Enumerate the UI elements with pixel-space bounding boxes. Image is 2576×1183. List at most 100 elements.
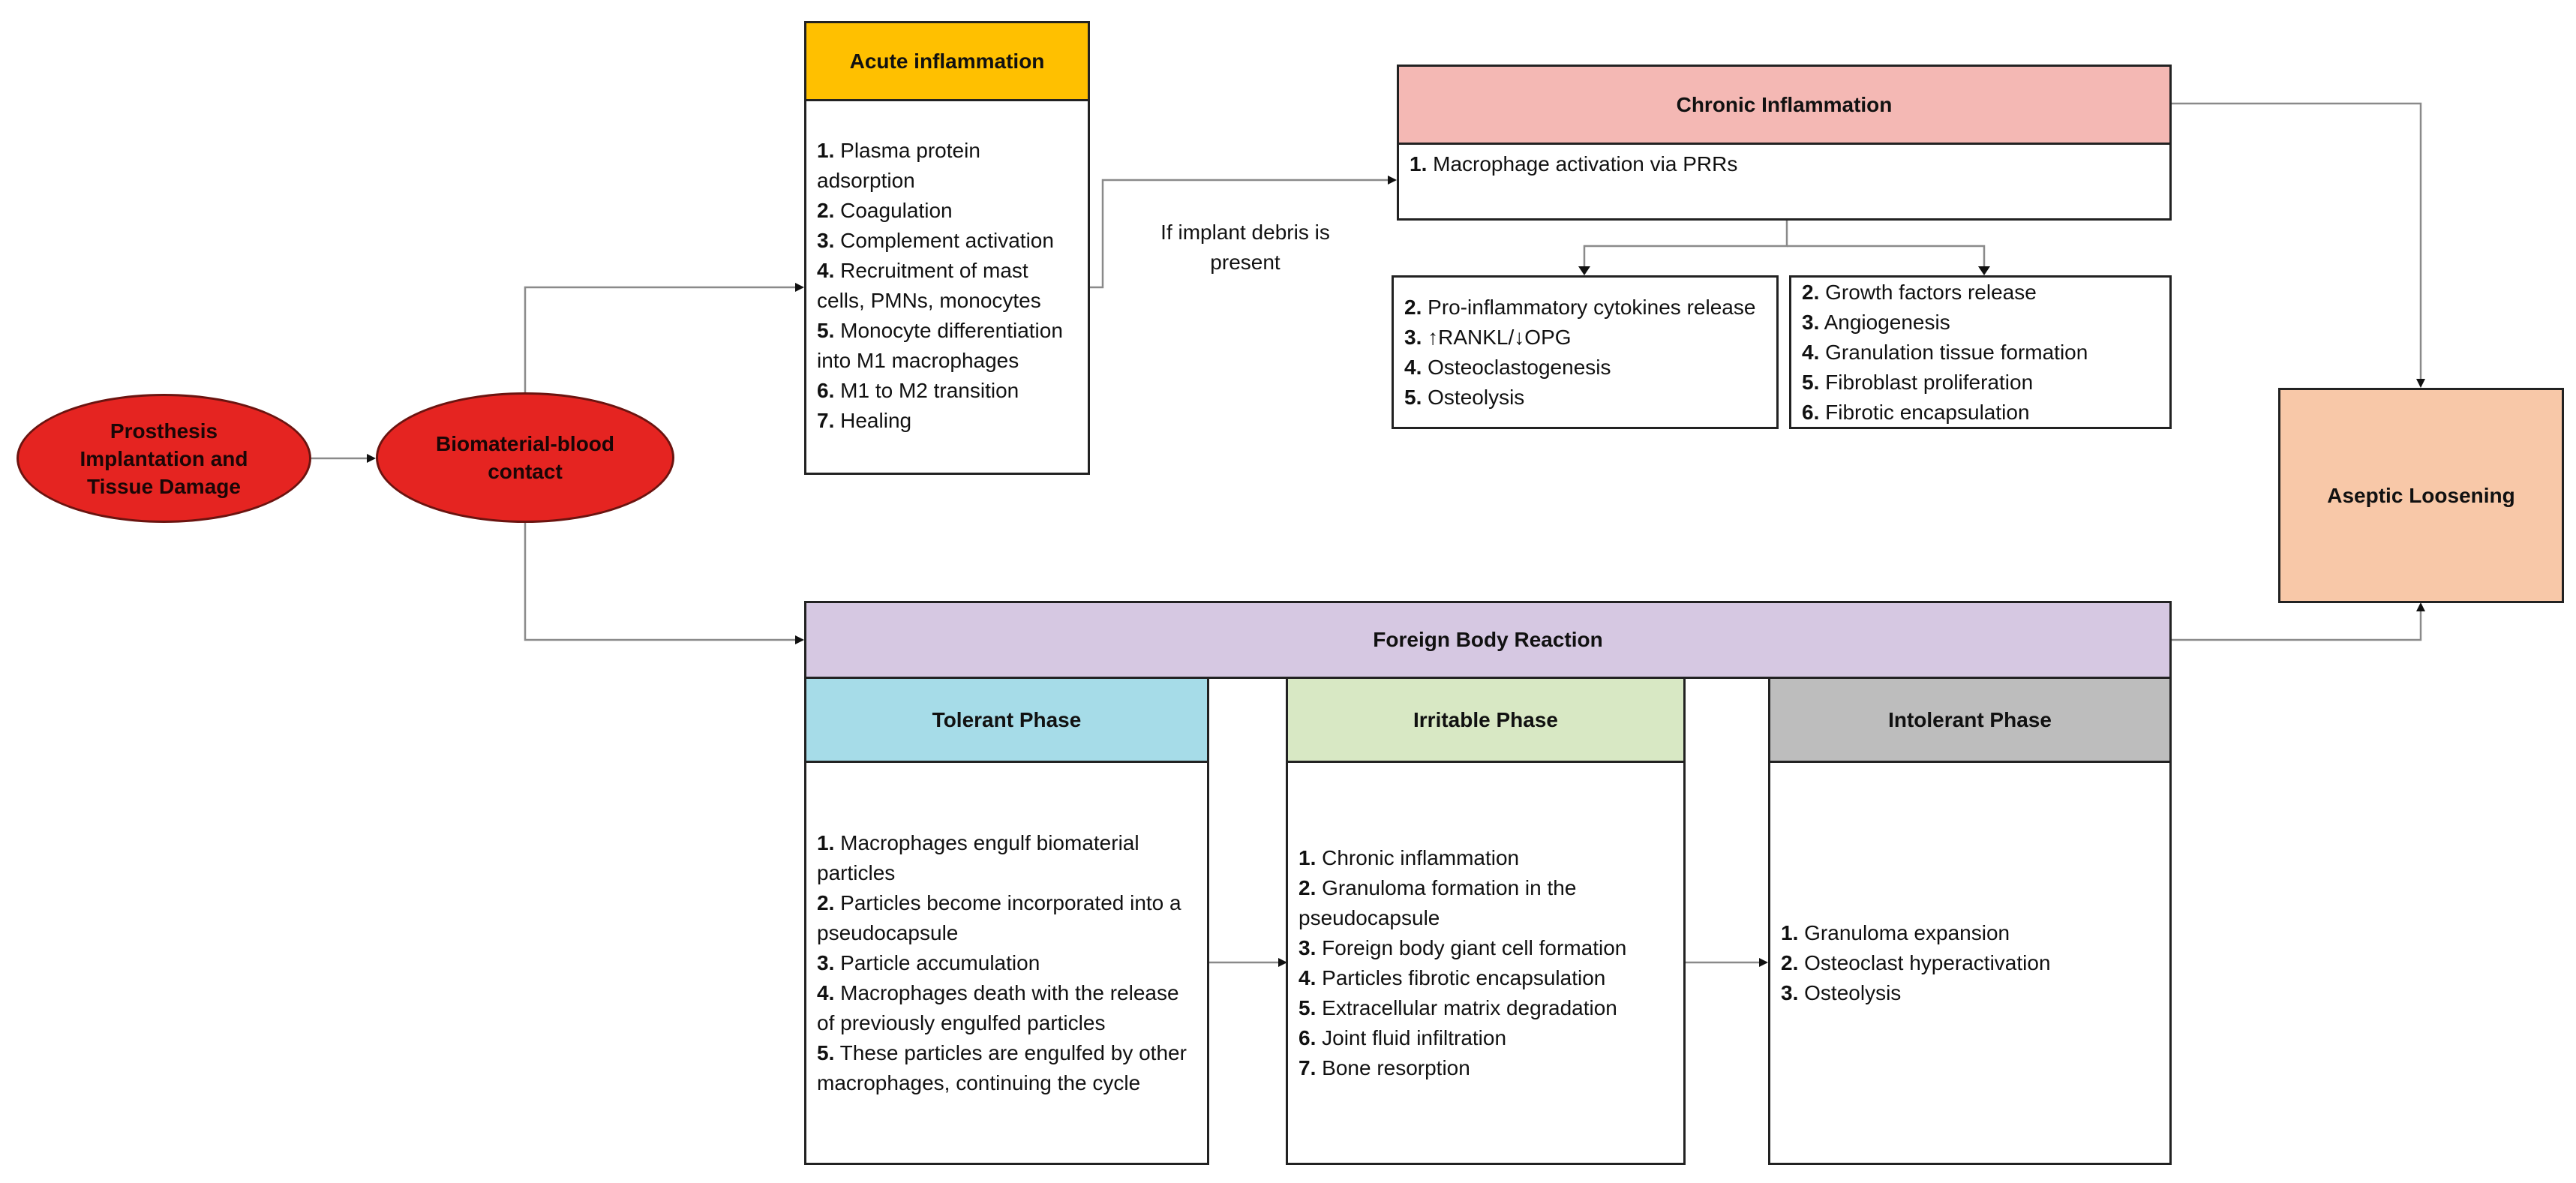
biomaterial-label: Biomaterial-blood contact	[435, 432, 614, 483]
intolerant-phase-header: Intolerant Phase	[1770, 679, 2169, 763]
list-item-text: Chronic inflammation	[1322, 845, 1520, 869]
list-item-number: 1.	[1781, 920, 1799, 944]
list-item-text: Pro-inflammatory cytokines release	[1428, 295, 1756, 319]
list-item: 6. Joint fluid infiltration	[1299, 1023, 1673, 1053]
list-item-number: 7.	[1299, 1055, 1317, 1079]
list-item-number: 2.	[1781, 950, 1799, 974]
list-item: 7. Healing	[817, 406, 1077, 436]
foreign-body-reaction-bar: Foreign Body Reaction	[804, 601, 2172, 679]
list-item: 1. Plasma protein adsorption	[817, 136, 1077, 196]
list-item: 3. Particle accumulation	[817, 948, 1196, 978]
list-item: 1. Chronic inflammation	[1299, 843, 1673, 873]
list-item-text: Growth factors release	[1825, 280, 2037, 304]
chronic-left-list: 2. Pro-inflammatory cytokines release 3. …	[1404, 293, 1766, 413]
list-item-number: 5.	[1404, 385, 1422, 409]
list-item-text: Particle accumulation	[840, 950, 1040, 974]
aseptic-loosening-label: Aseptic Loosening	[2327, 483, 2515, 507]
acute-inflammation-body: 1. Plasma protein adsorption 2. Coagulati…	[806, 101, 1088, 473]
list-item-text: Complement activation	[840, 229, 1054, 252]
list-item-number: 3.	[1404, 325, 1422, 349]
tolerant-phase-body: 1. Macrophages engulf biomaterial partic…	[806, 763, 1207, 1163]
list-item-number: 3.	[817, 229, 835, 252]
list-item-number: 6.	[1802, 400, 1820, 424]
list-item-number: 1.	[1410, 152, 1428, 176]
biomaterial-node: Biomaterial-blood contact	[376, 392, 674, 523]
list-item: 3. ↑RANKL/↓OPG	[1404, 323, 1766, 353]
list-item-text: M1 to M2 transition	[840, 379, 1019, 402]
list-item-number: 6.	[817, 379, 835, 402]
chronic-left-body: 2. Pro-inflammatory cytokines release 3. …	[1394, 278, 1776, 427]
list-item-text: Monocyte differentiation into M1 macroph…	[817, 319, 1063, 372]
edge-chronic-to-aseptic	[2172, 102, 2425, 388]
list-item-text: Recruitment of mast cells, PMNs, monocyt…	[817, 259, 1041, 312]
edge-biomaterial-to-acute	[524, 283, 804, 393]
list-item-number: 4.	[1299, 965, 1317, 989]
list-item: 4. Granulation tissue formation	[1802, 338, 2159, 368]
list-item: 2. Growth factors release	[1802, 278, 2159, 308]
list-item: 3. Foreign body giant cell formation	[1299, 933, 1673, 963]
edge-acute-to-chronic	[1090, 176, 1397, 289]
list-item-number: 4.	[1802, 340, 1820, 364]
edge-biomaterial-to-fbr	[524, 523, 804, 644]
acute-inflammation-header: Acute inflammation	[806, 23, 1088, 101]
list-item-text: Fibroblast proliferation	[1825, 370, 2034, 394]
list-item-number: 3.	[1299, 935, 1317, 959]
intolerant-phase-title: Intolerant Phase	[1888, 707, 2052, 731]
list-item-text: Macrophages death with the release of pr…	[817, 980, 1179, 1034]
list-item-number: 2.	[1404, 295, 1422, 319]
list-item-number: 2.	[1802, 280, 1820, 304]
list-item: 4. Osteoclastogenesis	[1404, 353, 1766, 383]
list-item-text: Bone resorption	[1322, 1055, 1470, 1079]
chronic-left-box: 2. Pro-inflammatory cytokines release 3. …	[1392, 275, 1779, 429]
list-item: 6. Fibrotic encapsulation	[1802, 398, 2159, 428]
chronic-inflammation-list: 1. Macrophage activation via PRRs	[1410, 149, 2159, 179]
chronic-inflammation-header: Chronic Inflammation	[1399, 67, 2169, 145]
list-item: 4. Particles fibrotic encapsulation	[1299, 963, 1673, 993]
list-item-text: Joint fluid infiltration	[1322, 1025, 1507, 1049]
list-item-number: 4.	[817, 980, 835, 1004]
foreign-body-reaction-label: Foreign Body Reaction	[1373, 628, 1603, 651]
list-item-text: Extracellular matrix degradation	[1322, 995, 1617, 1019]
chronic-inflammation-box: Chronic Inflammation 1. Macrophage activ…	[1397, 65, 2172, 221]
list-item: 1. Macrophages engulf biomaterial partic…	[817, 828, 1196, 888]
list-item-text: Macrophage activation via PRRs	[1433, 152, 1738, 176]
list-item: 7. Bone resorption	[1299, 1053, 1673, 1083]
list-item: 1. Macrophage activation via PRRs	[1410, 149, 2159, 179]
list-item-text: ↑RANKL/↓OPG	[1428, 325, 1572, 349]
aseptic-loosening-box: Aseptic Loosening	[2278, 388, 2564, 603]
list-item: 3. Angiogenesis	[1802, 308, 2159, 338]
list-item-number: 4.	[817, 259, 835, 282]
list-item-number: 1.	[1299, 845, 1317, 869]
list-item: 1. Granuloma expansion	[1781, 918, 2159, 948]
irritable-phase-header: Irritable Phase	[1288, 679, 1683, 763]
list-item: 5. Osteolysis	[1404, 383, 1766, 413]
tolerant-phase-list: 1. Macrophages engulf biomaterial partic…	[817, 828, 1196, 1098]
list-item-number: 3.	[1802, 310, 1820, 334]
list-item-text: Healing	[840, 409, 912, 432]
list-item: 3. Complement activation	[817, 226, 1077, 256]
edge-fbr-to-aseptic	[2172, 602, 2425, 641]
list-item-text: These particles are engulfed by other ma…	[817, 1040, 1187, 1094]
list-item: 4. Macrophages death with the release of…	[817, 978, 1196, 1038]
list-item-text: Granuloma formation in the pseudocapsule	[1299, 875, 1577, 929]
list-item-text: Foreign body giant cell formation	[1322, 935, 1627, 959]
list-item-number: 2.	[817, 199, 835, 222]
acute-inflammation-box: Acute inflammation 1. Plasma protein ads…	[804, 21, 1090, 475]
tolerant-phase-header: Tolerant Phase	[806, 679, 1207, 763]
list-item-text: Granulation tissue formation	[1825, 340, 2088, 364]
list-item-text: Granuloma expansion	[1804, 920, 2010, 944]
prosthesis-label: Prosthesis Implantation and Tissue Damag…	[80, 419, 248, 498]
list-item-text: Osteolysis	[1428, 385, 1525, 409]
list-item-number: 7.	[817, 409, 835, 432]
edge-chronic-split-right	[1787, 245, 1986, 274]
list-item-text: Coagulation	[840, 199, 953, 222]
edge-label-implant-debris: If implant debris is present	[1160, 221, 1330, 274]
